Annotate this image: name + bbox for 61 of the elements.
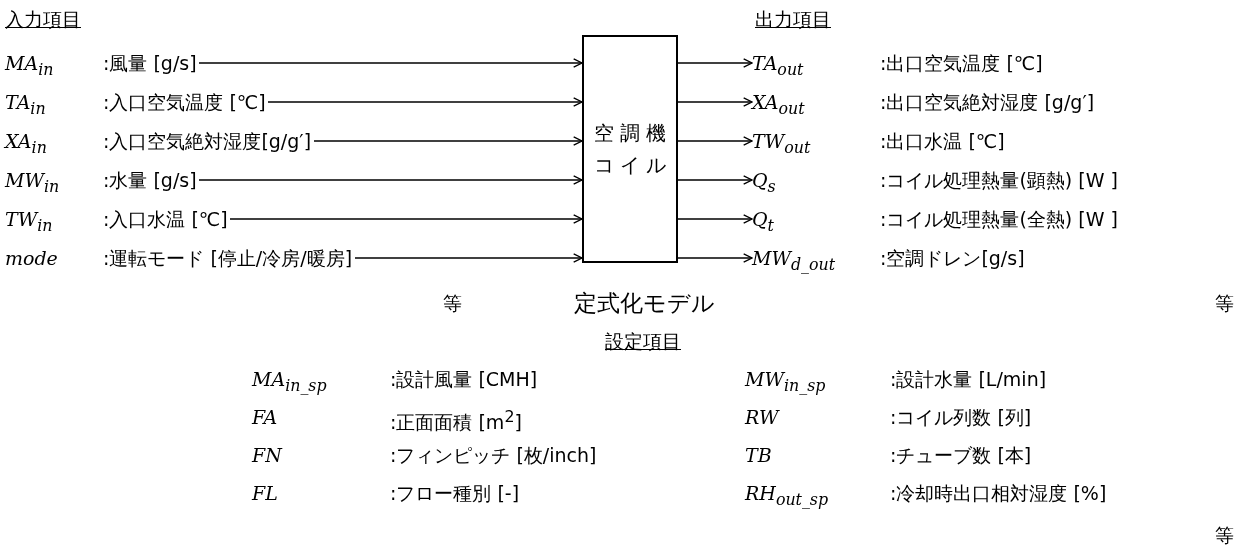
variable-symbol: Q$_{t}$ [752, 207, 774, 237]
arrow [198, 175, 583, 185]
item-description: :入口空気絶対湿度[g/g′] [103, 129, 312, 154]
item-description: :コイル処理熱量(全熱) [W ] [880, 207, 1118, 232]
variable-symbol: XA$_{in}$ [5, 129, 47, 159]
variable-symbol: mode [5, 246, 58, 271]
section-heading: 入力項目 [5, 7, 81, 32]
variable-symbol: MW$_{in}$ [5, 168, 60, 198]
model-caption: 定式化モデル [574, 289, 715, 318]
variable-symbol: TA$_{out}$ [752, 51, 804, 81]
item-description: :正面面積 [m$^{2}$] [390, 406, 522, 436]
variable-symbol: TB [745, 443, 772, 468]
variable-symbol: MA$_{in_sp}$ [252, 367, 327, 397]
item-description: :風量 [g/s] [103, 51, 197, 76]
arrow [677, 214, 753, 224]
arrow [229, 214, 583, 224]
item-description: :フロー種別 [-] [390, 481, 520, 506]
arrow [198, 58, 583, 68]
box-label: 空調機コイル [593, 120, 672, 179]
arrow [677, 136, 753, 146]
variable-symbol: XA$_{out}$ [752, 90, 805, 120]
item-description: :設計風量 [CMH] [390, 367, 538, 392]
section-heading: 設定項目 [605, 329, 681, 354]
item-description: :空調ドレン[g/s] [880, 246, 1025, 271]
variable-symbol: TA$_{in}$ [5, 90, 46, 120]
item-description: :入口空気温度 [℃] [103, 90, 266, 115]
item-description: :フィンピッチ [枚/inch] [390, 443, 597, 468]
variable-symbol: MW$_{in_sp}$ [745, 367, 826, 397]
variable-symbol: RW [745, 405, 779, 430]
item-description: :設計水量 [L/min] [890, 367, 1047, 392]
item-description: :出口空気温度 [℃] [880, 51, 1043, 76]
arrow [677, 175, 753, 185]
item-description: :冷却時出口相対湿度 [%] [890, 481, 1107, 506]
variable-symbol: FL [252, 481, 278, 506]
arrow [313, 136, 583, 146]
item-description: :運転モード [停止/冷房/暖房] [103, 246, 353, 271]
variable-symbol: TW$_{out}$ [752, 129, 811, 159]
arrow [677, 97, 753, 107]
section-heading: 出力項目 [755, 7, 831, 32]
variable-symbol: Q$_{s}$ [752, 168, 776, 198]
etc-note: 等 [443, 291, 462, 316]
item-description: :チューブ数 [本] [890, 443, 1032, 468]
variable-symbol: TW$_{in}$ [5, 207, 53, 237]
arrow [267, 97, 583, 107]
item-description: :出口空気絶対湿度 [g/g′] [880, 90, 1095, 115]
item-description: :出口水温 [℃] [880, 129, 1005, 154]
etc-note: 等 [1215, 291, 1234, 316]
item-description: :コイル処理熱量(顕熱) [W ] [880, 168, 1118, 193]
variable-symbol: FA [252, 405, 278, 430]
arrow [677, 253, 753, 263]
process-box [582, 35, 678, 263]
variable-symbol: MW$_{d_out}$ [752, 246, 836, 276]
variable-symbol: MA$_{in}$ [5, 51, 54, 81]
item-description: :水量 [g/s] [103, 168, 197, 193]
etc-note: 等 [1215, 523, 1234, 548]
variable-symbol: RH$_{out_sp}$ [745, 481, 829, 511]
item-description: :入口水温 [℃] [103, 207, 228, 232]
arrow [677, 58, 753, 68]
variable-symbol: FN [252, 443, 282, 468]
arrow [354, 253, 583, 263]
item-description: :コイル列数 [列] [890, 405, 1032, 430]
